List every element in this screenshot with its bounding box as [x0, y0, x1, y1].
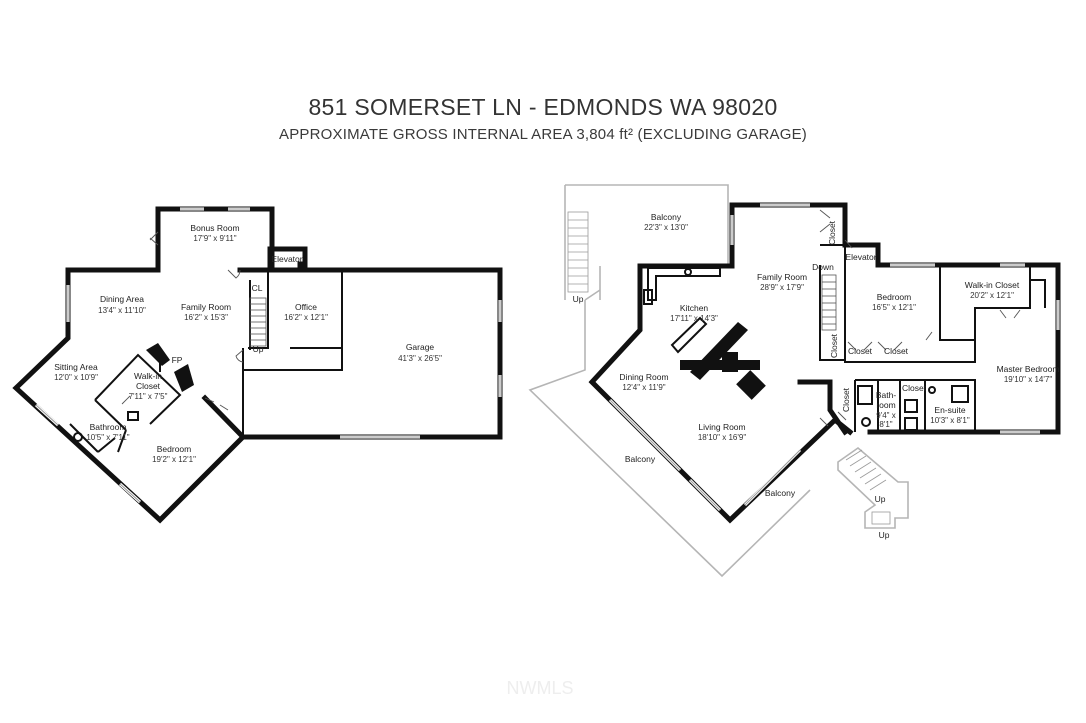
- upper-bathroom-dims1: 9'4" x: [876, 411, 896, 420]
- kitchen-sink-icon: [684, 268, 692, 276]
- upper-family-room-dims: 28'9" x 17'9": [760, 283, 804, 292]
- lower-stair-up-label: Up: [253, 344, 264, 354]
- balcony-left-label: Balcony: [625, 454, 656, 464]
- entry-stair-up-label1: Up: [875, 494, 886, 504]
- upper-walkin-closet-dims: 20'2" x 12'1": [970, 291, 1014, 300]
- lower-toilet-icon: [73, 432, 83, 442]
- lower-family-room-label: Family Room: [181, 302, 231, 312]
- lower-bathroom-dims: 10'5" x 7'11": [86, 433, 129, 442]
- lower-bathroom-label: Bathroom: [90, 422, 127, 432]
- entry-stair-platform: [837, 446, 909, 529]
- upper-bedroom-label: Bedroom: [877, 292, 912, 302]
- upper-main-walls: [588, 202, 1061, 524]
- balcony-outline: [528, 184, 811, 578]
- plan-title: 851 SOMERSET LN - EDMONDS WA 98020: [308, 94, 778, 120]
- lower-stairs: [249, 297, 267, 347]
- balcony-bottom-label: Balcony: [765, 488, 796, 498]
- sitting-area-dims: 12'0" x 10'9": [54, 373, 98, 382]
- lower-walkin-closet-label2: Closet: [136, 381, 161, 391]
- upper-family-room-label: Family Room: [757, 272, 807, 282]
- lower-floor: Bonus Room 17'9" x 9'11" Elevator CL Din…: [12, 206, 503, 524]
- upper-bathroom-label2: room: [876, 400, 895, 410]
- bonus-room-label: Bonus Room: [190, 223, 239, 233]
- lower-sink-icon: [127, 411, 139, 421]
- upper-left-stairs: [567, 211, 589, 293]
- lower-doors: [121, 231, 244, 411]
- plan-subtitle: APPROXIMATE GROSS INTERNAL AREA 3,804 ft…: [279, 126, 807, 143]
- lower-main-walls: [12, 261, 503, 524]
- upper-bedroom-dims: 16'5" x 12'1": [872, 303, 916, 312]
- upper-walkin-closet-label: Walk-in Closet: [965, 280, 1020, 290]
- bonus-room-walls: [155, 206, 275, 273]
- kitchen-dims: 17'11" x 14'3": [670, 314, 718, 323]
- upper-stairs-down: [821, 274, 837, 331]
- entry-stairs: [845, 449, 891, 525]
- lower-family-room-dims: 16'2" x 15'3": [184, 313, 228, 322]
- upper-interior-walls: [819, 244, 1046, 432]
- entry-stair-up-label2: Up: [879, 530, 890, 540]
- closet-top-label: Closet: [827, 220, 837, 245]
- dining-area-label: Dining Area: [100, 294, 144, 304]
- stove-icon: [643, 289, 653, 305]
- garage-dims: 41'3" x 26'5": [398, 354, 442, 363]
- upper-bathroom-dims2: 8'1": [879, 420, 892, 429]
- dining-room-dims: 12'4" x 11'9": [622, 383, 665, 392]
- upper-elevator-label: Elevator: [845, 252, 876, 262]
- master-bedroom-dims: 19'10" x 14'7": [1004, 375, 1052, 384]
- lower-elevator-label: Elevator: [271, 254, 302, 264]
- upper-floor: Balcony 22'3" x 13'0" Up Closet Elevator…: [528, 184, 1061, 578]
- lower-bedroom-dims: 19'2" x 12'1": [152, 455, 196, 464]
- office-label: Office: [295, 302, 317, 312]
- lower-walkin-closet-label1: Walk-in: [134, 371, 162, 381]
- kitchen-island: [647, 267, 766, 400]
- upper-windows: [608, 203, 1060, 512]
- dining-room-label: Dining Room: [619, 372, 668, 382]
- ensuite-label: En-suite: [934, 405, 965, 415]
- lower-elevator-walls: [267, 246, 308, 273]
- balcony-top-label: Balcony: [651, 212, 682, 222]
- lower-walkin-closet-dims: 7'11" x 7'5": [129, 392, 168, 401]
- master-bedroom-label: Master Bedroom: [997, 364, 1060, 374]
- stair-down-label: Down: [812, 262, 834, 272]
- upper-stair-up-left-label: Up: [573, 294, 584, 304]
- closet-small-label: Closet: [902, 383, 927, 393]
- sitting-area-label: Sitting Area: [54, 362, 98, 372]
- dining-area-dims: 13'4" x 11'10": [98, 306, 146, 315]
- closet-b-label: Closet: [884, 346, 909, 356]
- closet-a-label: Closet: [848, 346, 873, 356]
- balcony-top-dims: 22'3" x 13'0": [644, 223, 688, 232]
- watermark: NWMLS: [507, 678, 574, 698]
- ensuite-dims: 10'3" x 8'1": [930, 416, 970, 425]
- upper-bathroom-label1: Bath-: [876, 390, 896, 400]
- upper-doors: [819, 209, 1021, 427]
- lower-windows: [34, 207, 502, 504]
- lower-bedroom-label: Bedroom: [157, 444, 192, 454]
- closet-vertical-label: Closet: [829, 333, 839, 358]
- living-room-dims: 18'10" x 16'9": [698, 433, 746, 442]
- closet-hall-label: Closet: [841, 387, 851, 412]
- bonus-room-dims: 17'9" x 9'11": [193, 234, 236, 243]
- upper-bathroom-fixtures: [857, 385, 969, 431]
- living-room-label: Living Room: [698, 422, 745, 432]
- office-dims: 16'2" x 12'1": [284, 313, 328, 322]
- garage-label: Garage: [406, 342, 435, 352]
- lower-closet-cl-label: CL: [252, 283, 263, 293]
- fireplace-label: FP: [172, 355, 183, 365]
- fireplace-block: [146, 343, 170, 366]
- kitchen-label: Kitchen: [680, 303, 709, 313]
